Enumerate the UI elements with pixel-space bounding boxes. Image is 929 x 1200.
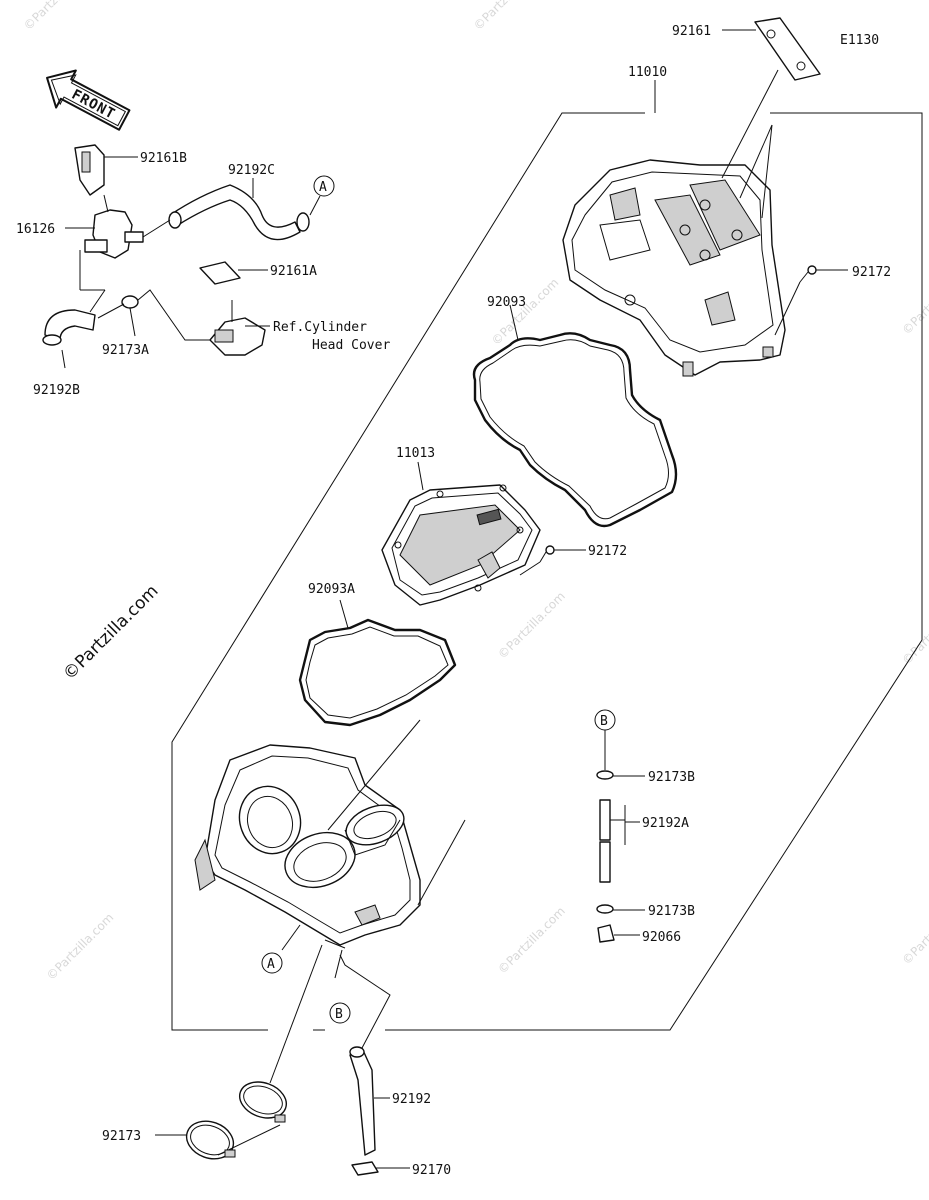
head-cover-label: Head Cover — [312, 338, 390, 353]
label-92093: 92093 — [487, 295, 526, 310]
callout-A-top: A — [313, 175, 335, 197]
breather-assembly — [42, 144, 321, 369]
part-labels: 92161 11010 92161B 92192C 16126 92161A 9… — [16, 24, 891, 1178]
label-92161A: 92161A — [270, 264, 317, 279]
label-92173B-upper: 92173B — [648, 770, 695, 785]
bottom-parts — [155, 924, 410, 1176]
air-filter-element — [381, 461, 541, 606]
front-arrow: FRONT — [46, 69, 131, 131]
gasket-92093A — [298, 599, 457, 727]
watermark-4: ©Partzilla.com — [495, 589, 568, 662]
part-92161-strip — [722, 17, 821, 81]
callout-B-right: B — [594, 709, 616, 731]
watermark-7: ©Partzilla.com — [899, 265, 929, 338]
lower-housing — [194, 719, 466, 946]
ref-cylinder-label: Ref.Cylinder — [273, 320, 367, 335]
label-16126: 16126 — [16, 222, 55, 237]
watermark-1: ©Partzilla.com — [21, 0, 94, 33]
label-92192B: 92192B — [33, 383, 80, 398]
callout-B-right-letter: B — [600, 714, 608, 729]
label-92066: 92066 — [642, 930, 681, 945]
label-92173: 92173 — [102, 1129, 141, 1144]
partzilla-watermark-large: ©Partzilla.com — [59, 581, 162, 684]
watermark-9: ©Partzilla.com — [899, 895, 929, 968]
diagram-code: E1130 — [840, 33, 879, 48]
bolt-92172-mid — [519, 545, 586, 576]
assembly-outline — [171, 80, 923, 1031]
watermark-5: ©Partzilla.com — [495, 904, 568, 977]
callout-B-bottom-letter: B — [335, 1007, 343, 1022]
label-92192C: 92192C — [228, 163, 275, 178]
label-92173B-lower: 92173B — [648, 904, 695, 919]
label-92172-top: 92172 — [852, 265, 891, 280]
label-92173A: 92173A — [102, 343, 149, 358]
callout-A-top-letter: A — [319, 180, 327, 195]
label-92170: 92170 — [412, 1163, 451, 1178]
upper-housing — [562, 69, 786, 377]
filter-mesh — [476, 508, 502, 526]
label-92192A: 92192A — [642, 816, 689, 831]
callout-A-bottom: A — [261, 952, 283, 974]
drain-assembly — [596, 730, 645, 943]
callout-A-bottom-letter: A — [267, 957, 275, 972]
label-92161: 92161 — [672, 24, 711, 39]
callout-B-bottom: B — [329, 1002, 351, 1024]
label-92161B: 92161B — [140, 151, 187, 166]
watermark-8: ©Partzilla.com — [899, 595, 929, 668]
label-92172-mid: 92172 — [588, 544, 627, 559]
label-92093A: 92093A — [308, 582, 355, 597]
watermark-6: ©Partzilla.com — [44, 910, 117, 983]
label-11010: 11010 — [628, 65, 667, 80]
watermark-2: ©Partzilla.com — [471, 0, 544, 33]
label-11013: 11013 — [396, 446, 435, 461]
label-92192: 92192 — [392, 1092, 431, 1107]
gasket-92093 — [472, 304, 678, 528]
bolt-92172-top — [774, 265, 848, 336]
